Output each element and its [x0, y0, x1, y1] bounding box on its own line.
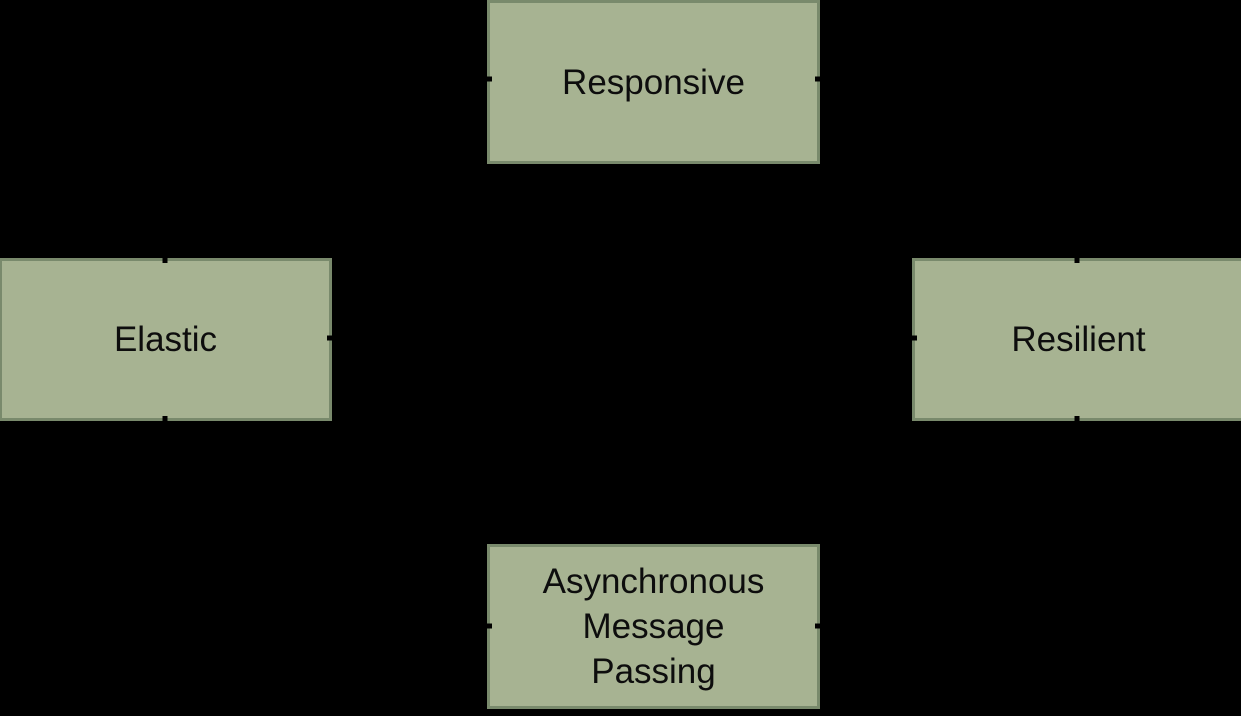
- node-responsive: Responsive: [487, 0, 820, 164]
- connector-responsive-resilient: [815, 76, 1080, 263]
- connector-message-resilient: [815, 416, 1080, 629]
- node-elastic-label: Elastic: [113, 320, 218, 359]
- node-elastic: Elastic: [0, 258, 332, 421]
- node-asynchronous-message-passing-label: Asynchronous Message Passing: [542, 562, 765, 691]
- connector-responsive-elastic: [162, 76, 492, 263]
- node-resilient-label: Resilient: [1011, 320, 1146, 359]
- node-responsive-label: Responsive: [562, 62, 745, 102]
- node-asynchronous-message-passing: Asynchronous Message Passing: [487, 544, 820, 709]
- node-resilient: Resilient: [912, 258, 1241, 421]
- connector-message-elastic: [162, 416, 492, 629]
